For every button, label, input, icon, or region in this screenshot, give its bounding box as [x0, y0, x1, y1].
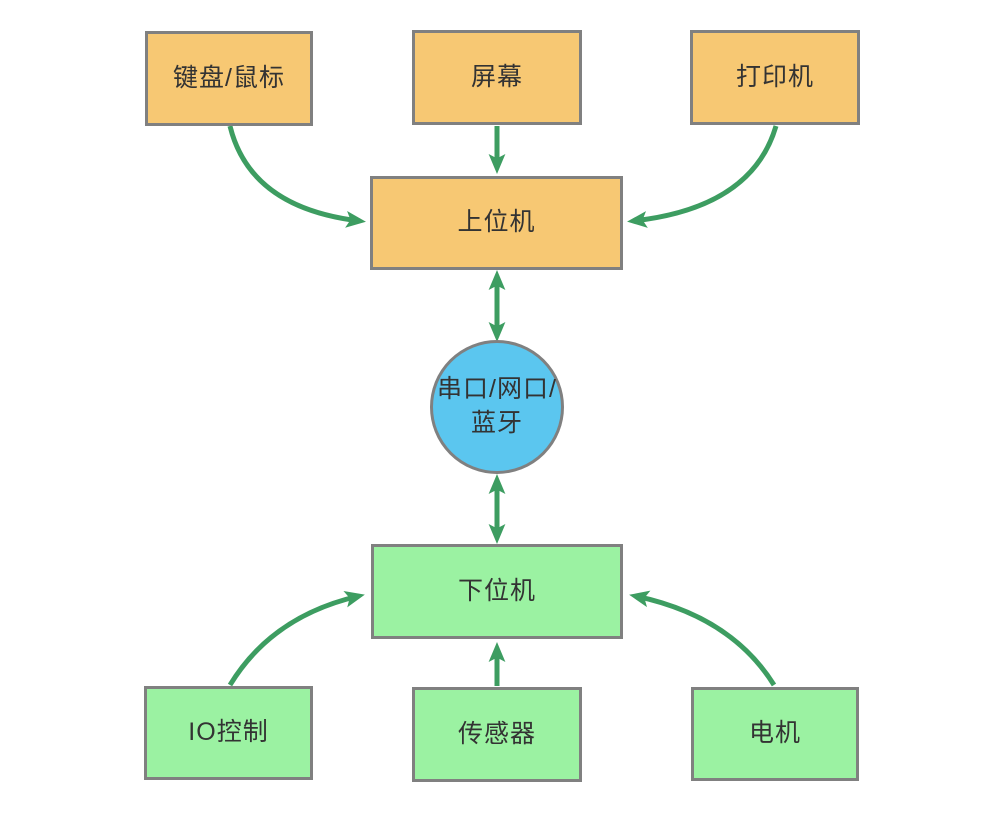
node-motor: 电机	[691, 687, 859, 781]
node-keyboard-mouse: 键盘/鼠标	[145, 31, 313, 126]
node-sensor-label: 传感器	[457, 719, 536, 748]
node-sensor: 传感器	[412, 687, 582, 782]
node-motor-label: 电机	[748, 719, 801, 748]
edge-motor-to-slave	[629, 590, 777, 687]
node-printer-label: 打印机	[735, 62, 814, 91]
node-slave-computer: 下位机	[371, 544, 623, 639]
edge-io-control-to-slave	[227, 590, 365, 687]
edge-printer-to-host	[627, 125, 779, 228]
node-host-computer-label: 上位机	[457, 208, 536, 237]
node-serial-network-bluetooth: 串口/网口/ 蓝牙	[430, 340, 564, 474]
node-screen-label: 屏幕	[470, 62, 523, 91]
node-io-control: IO控制	[144, 686, 313, 780]
node-screen: 屏幕	[412, 30, 582, 125]
node-host-computer: 上位机	[370, 176, 623, 270]
node-slave-computer-label: 下位机	[457, 576, 536, 605]
node-keyboard-mouse-label: 键盘/鼠标	[173, 63, 285, 92]
node-printer: 打印机	[690, 30, 860, 125]
node-serial-network-bluetooth-label-line2: 蓝牙	[470, 409, 523, 437]
node-io-control-label: IO控制	[188, 718, 269, 747]
edge-keyboard-mouse-to-host	[227, 125, 366, 228]
node-serial-network-bluetooth-label-line1: 串口/网口/	[437, 375, 557, 404]
